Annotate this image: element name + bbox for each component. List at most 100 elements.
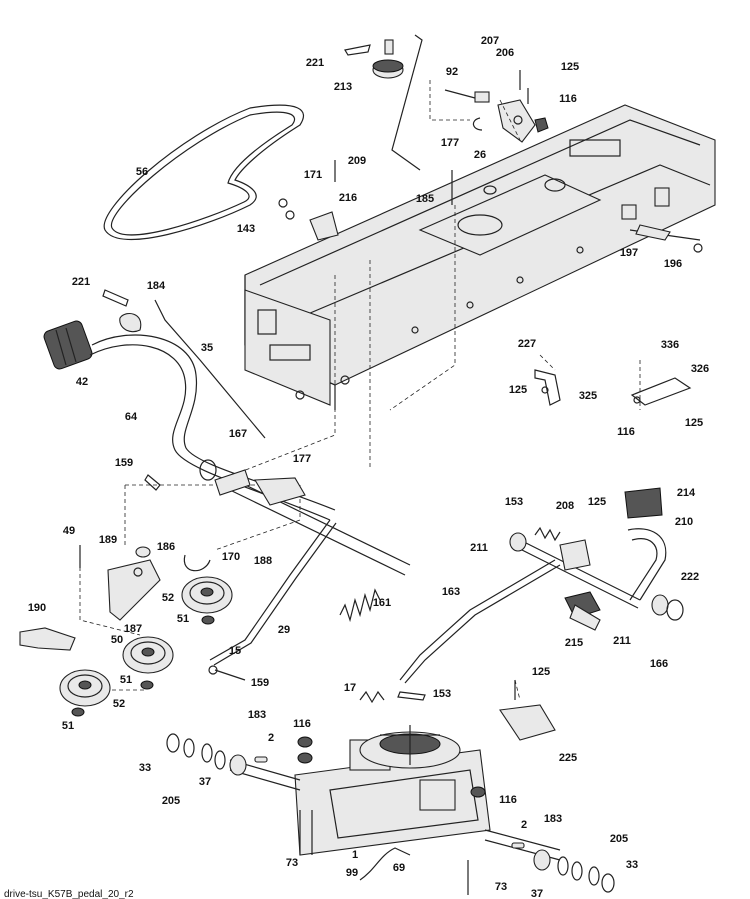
callout-c116a: 116 — [559, 93, 577, 105]
bracket-215 — [564, 591, 601, 631]
callout-c208: 208 — [556, 500, 574, 512]
drawing-caption: drive-tsu_K57B_pedal_20_r2 — [4, 889, 134, 899]
callout-c51c: 51 — [62, 720, 74, 732]
callout-c159b: 159 — [251, 677, 269, 689]
callout-c185: 185 — [416, 193, 434, 205]
callout-c227: 227 — [518, 338, 536, 350]
assembly-guide-lines — [79, 80, 641, 701]
callout-c125d: 125 — [588, 496, 606, 508]
callout-c221b: 221 — [72, 276, 90, 288]
callout-c225: 225 — [559, 752, 577, 764]
callout-c325: 325 — [579, 390, 597, 402]
bracket-206 — [497, 99, 536, 143]
rod-29 — [209, 519, 337, 666]
bracket-325 — [534, 369, 561, 406]
callout-c184: 184 — [147, 280, 166, 292]
callout-c49: 49 — [63, 525, 75, 537]
callout-c153a: 153 — [505, 496, 523, 508]
idler-bracket-189 — [107, 559, 161, 621]
callout-c336: 336 — [661, 339, 679, 351]
callout-c116d: 116 — [499, 794, 517, 806]
callout-c214: 214 — [677, 487, 696, 499]
callout-c211a: 211 — [470, 542, 488, 554]
knob-213 — [372, 39, 404, 79]
callout-c52b: 52 — [113, 698, 125, 710]
callout-c216: 216 — [339, 192, 357, 204]
callout-c177b: 177 — [293, 453, 311, 465]
callout-c42: 42 — [76, 376, 88, 388]
callout-c143: 143 — [237, 223, 255, 235]
callout-c161: 161 — [373, 597, 391, 609]
callout-c221a: 221 — [306, 57, 324, 69]
callout-c171: 171 — [304, 169, 322, 181]
callout-c35: 35 — [201, 342, 213, 354]
callout-c213: 213 — [334, 81, 352, 93]
callout-c153b: 153 — [433, 688, 451, 700]
callout-c189: 189 — [99, 534, 117, 546]
callout-c163: 163 — [442, 586, 460, 598]
pedal-pad-214 — [624, 487, 663, 519]
hardware-top — [278, 70, 703, 253]
pedal-shaft-211 — [509, 532, 684, 621]
clip-221-top — [344, 44, 371, 56]
callout-c186: 186 — [157, 541, 175, 553]
callout-c1: 1 — [352, 849, 358, 861]
callout-c69: 69 — [393, 862, 405, 874]
callout-c187: 187 — [124, 623, 142, 635]
bracket-225 — [499, 680, 556, 741]
callout-c215: 215 — [565, 637, 583, 649]
transaxle-assembly — [229, 725, 561, 895]
callout-c166: 166 — [650, 658, 668, 670]
callout-c92: 92 — [446, 66, 458, 78]
callout-c2b: 2 — [521, 819, 527, 831]
callout-c73a: 73 — [286, 857, 298, 869]
pulley-52-upper — [181, 576, 233, 614]
shield-190 — [19, 627, 76, 651]
rod-163 — [399, 559, 561, 684]
callout-c205a: 205 — [162, 795, 180, 807]
callout-c51b: 51 — [120, 674, 132, 686]
callout-c222: 222 — [681, 571, 699, 583]
callout-c116c: 116 — [293, 718, 311, 730]
pulley-50 — [122, 636, 174, 674]
callout-c37b: 37 — [531, 888, 543, 899]
callout-c188: 188 — [254, 555, 272, 567]
callout-c196: 196 — [664, 258, 682, 270]
callout-c211b: 211 — [613, 635, 631, 647]
pedal-arm-210 — [627, 528, 667, 601]
callout-c170: 170 — [222, 551, 240, 563]
callout-c17: 17 — [344, 682, 356, 694]
right-axle-washers — [511, 842, 615, 893]
callout-c125a: 125 — [561, 61, 579, 73]
callout-c99: 99 — [346, 867, 358, 879]
callout-c207: 207 — [481, 35, 499, 47]
callout-c2a: 2 — [268, 732, 274, 744]
spring-208 — [534, 526, 561, 542]
callout-c33b: 33 — [626, 859, 638, 871]
callout-c37a: 37 — [199, 776, 211, 788]
callout-c125b: 125 — [509, 384, 527, 396]
callout-c190: 190 — [28, 602, 46, 614]
pedal-rod-209 — [391, 34, 423, 171]
callout-c125c: 125 — [685, 417, 703, 429]
callout-c209: 209 — [348, 155, 366, 167]
nuts-51 — [71, 615, 215, 717]
callout-c326: 326 — [691, 363, 709, 375]
spring-161 — [339, 588, 381, 623]
callout-c159a: 159 — [115, 457, 133, 469]
callout-c206: 206 — [496, 47, 514, 59]
callout-c51a: 51 — [177, 613, 189, 625]
callout-c64: 64 — [125, 411, 138, 423]
callout-c33a: 33 — [139, 762, 151, 774]
rod-35 — [154, 299, 266, 439]
callout-labels: 2212132072061259211656177262091711852161… — [28, 35, 709, 899]
callout-c50: 50 — [111, 634, 123, 646]
callout-c167: 167 — [229, 428, 247, 440]
callout-c183b: 183 — [544, 813, 562, 825]
callout-c56: 56 — [136, 166, 148, 178]
drive-belt — [103, 104, 305, 240]
clip-159 — [144, 474, 246, 681]
callout-c52a: 52 — [162, 592, 174, 604]
